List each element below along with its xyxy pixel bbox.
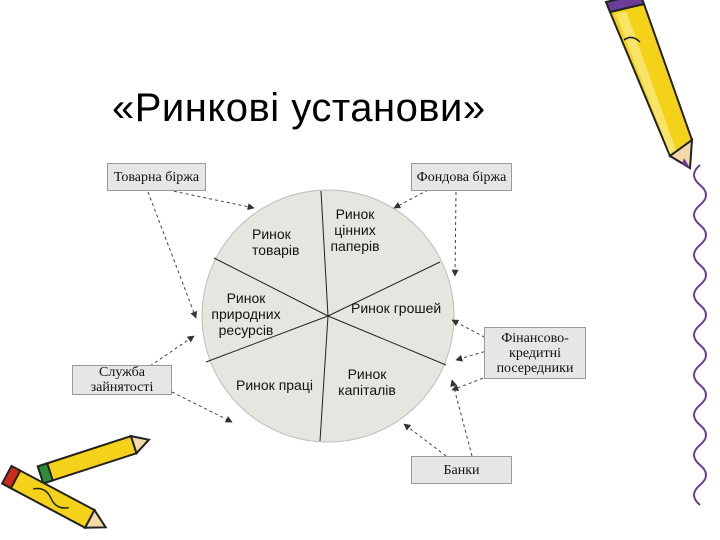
arrow-commodity-to-resources [147,191,198,319]
box-banks: Банки [411,456,512,484]
divider-line [319,315,329,442]
arrow-commodity-to-goods [167,189,255,211]
squiggle-line-icon [693,164,707,506]
arrow-employment-to-labor [171,391,233,423]
divider-line [327,315,447,366]
arrow-stock-to-money [451,191,459,277]
box-financial-intermediaries: Фінансово-кредитні посередники [484,327,586,379]
box-commodity-exchange: Товарна біржа [107,163,206,191]
arrow-stock-to-securities [393,189,429,209]
pencils-icon [0,434,151,530]
arrow-banks-to-capital [450,379,473,457]
box-employment-service: Служба зайнятості [72,365,172,395]
segment-capital-market: Ринок капіталів [338,366,396,398]
segment-natural-resources-market: Ринок природних ресурсів [211,290,281,338]
arrow-fin-to-money [451,319,491,341]
divider-line [213,257,329,317]
segment-labor-market: Ринок праці [236,377,313,393]
segment-securities-market: Ринок цінних паперів [330,206,380,254]
arrow-employment-to-resources [149,335,195,367]
pencil-icon [604,0,694,170]
segment-goods-market: Ринок товарів [252,226,300,258]
divider-line [327,261,441,317]
segment-money-market: Ринок грошей [351,300,442,316]
arrow-banks-to-labor [403,423,447,457]
slide-title: «Ринкові установи» [112,86,486,130]
divider-line [320,190,329,317]
divider-line [205,315,329,363]
box-stock-exchange: Фондова біржа [411,163,512,191]
